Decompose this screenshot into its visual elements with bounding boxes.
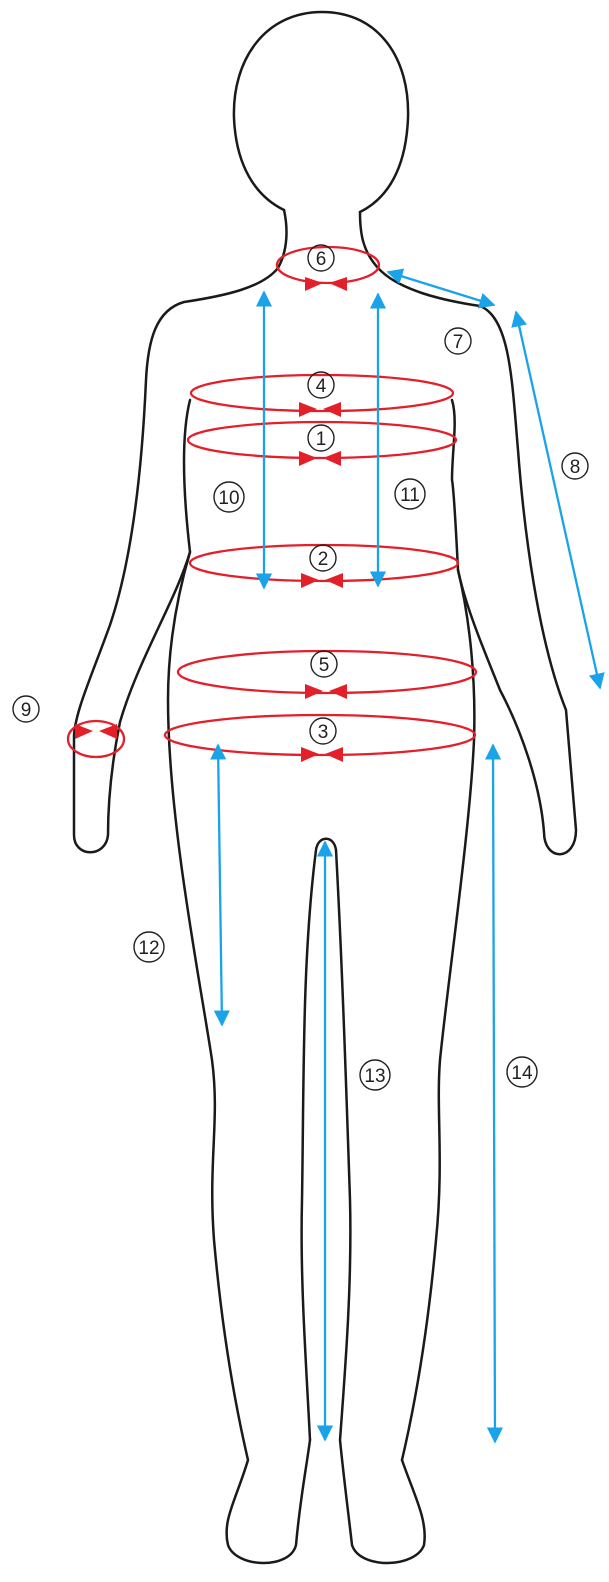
svg-text:4: 4 [316,376,327,397]
label-14: 14 [507,1057,537,1087]
length-measurements [218,272,600,1442]
label-3: 3 [310,718,336,744]
svg-text:6: 6 [316,249,327,270]
label-7: 7 [445,328,471,354]
neck-ellipse [277,247,379,283]
svg-text:13: 13 [364,1066,385,1087]
upper-chest-arrow [299,402,341,417]
outer-leg-left-arrow [218,745,222,1025]
arm-length-arrow [516,312,600,688]
label-5: 5 [311,651,337,677]
svg-text:14: 14 [511,1063,533,1084]
shoulder-length-arrow [388,272,494,305]
outer-leg-right-arrow [493,745,495,1442]
svg-text:7: 7 [453,332,464,353]
label-4: 4 [308,372,334,398]
label-12: 12 [134,932,164,962]
svg-text:10: 10 [218,488,239,509]
svg-text:5: 5 [319,655,330,676]
number-labels: 1 2 3 4 5 6 7 8 [13,245,588,1090]
high-hip-arrow [305,684,347,699]
right-body-outline [360,212,576,854]
left-inner-leg-outline [302,839,336,1440]
label-10: 10 [214,482,244,512]
label-8: 8 [562,453,588,479]
label-13: 13 [360,1060,390,1090]
label-2: 2 [310,545,336,571]
right-inner-leg-outline [336,850,425,1563]
svg-text:8: 8 [570,457,581,478]
svg-text:11: 11 [400,485,420,506]
wrist-arrow [75,724,117,739]
svg-text:9: 9 [21,700,32,721]
circumference-arrows [75,277,347,762]
label-11: 11 [395,479,425,509]
svg-text:1: 1 [316,429,327,450]
label-9: 9 [13,696,39,722]
label-6: 6 [308,245,334,271]
right-leg-outline [402,570,474,1460]
label-1: 1 [308,425,334,451]
left-leg-outline [168,552,310,1563]
svg-text:2: 2 [318,549,329,570]
svg-text:3: 3 [318,722,329,743]
head-outline [234,12,408,212]
svg-text:12: 12 [138,938,159,959]
